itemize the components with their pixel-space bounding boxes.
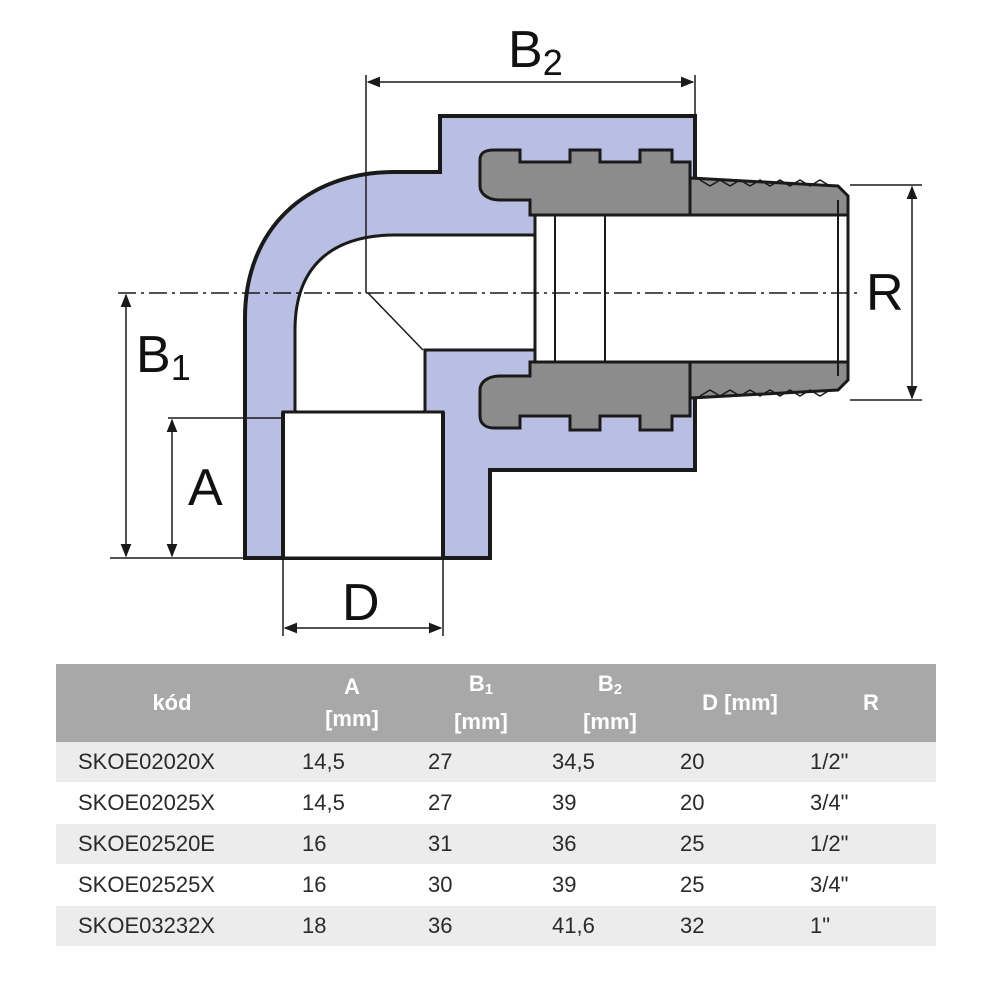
- table-cell: 1/2": [806, 742, 936, 783]
- elbow-fitting-drawing: B2 B1 A D R: [110, 21, 922, 636]
- pipe-bore: [533, 213, 850, 364]
- table-cell: 3/4": [806, 864, 936, 906]
- table-cell: 34,5: [546, 742, 674, 783]
- header-r: R: [806, 664, 936, 742]
- table-cell: 14,5: [288, 782, 416, 824]
- table-cell: SKOE02525X: [56, 864, 288, 906]
- table-cell: SKOE02520E: [56, 823, 288, 865]
- table-cell: 16: [288, 823, 416, 865]
- table-cell: 3/4": [806, 782, 936, 824]
- d-label: D: [342, 574, 380, 632]
- table-cell: 30: [416, 864, 546, 906]
- table-cell: 36: [416, 905, 546, 947]
- b2-label: B2: [508, 21, 563, 83]
- b1-label: B1: [136, 326, 191, 388]
- spec-table: kód A [mm] B1 [mm] B2 [mm] D [mm] R SKOE…: [56, 664, 936, 947]
- table-cell: 39: [546, 782, 674, 824]
- diagonal-center-line: [367, 292, 424, 351]
- header-kod: kód: [56, 664, 288, 742]
- header-a: A [mm]: [288, 664, 416, 742]
- a-label: A: [188, 459, 223, 517]
- table-header-row: kód A [mm] B1 [mm] B2 [mm] D [mm] R: [56, 664, 936, 742]
- table-cell: 1": [806, 905, 936, 947]
- table-cell: 25: [674, 864, 806, 906]
- table-cell: 32: [674, 905, 806, 947]
- table-cell: 36: [546, 823, 674, 865]
- table-cell: 1/2": [806, 823, 936, 865]
- table-cell: 27: [416, 782, 546, 824]
- table-cell: 14,5: [288, 742, 416, 783]
- table-cell: 20: [674, 782, 806, 824]
- table-cell: SKOE02025X: [56, 782, 288, 824]
- header-b2: B2 [mm]: [546, 664, 674, 742]
- table-cell: 31: [416, 823, 546, 865]
- r-label: R: [866, 264, 904, 322]
- table-cell: 16: [288, 864, 416, 906]
- header-d: D [mm]: [674, 664, 806, 742]
- table-cell: 18: [288, 905, 416, 947]
- lower-socket: [281, 410, 445, 560]
- table-cell: 27: [416, 742, 546, 783]
- table-cell: 20: [674, 742, 806, 783]
- table-cell: SKOE02020X: [56, 742, 288, 783]
- table-cell: 41,6: [546, 905, 674, 947]
- lower-insert: [478, 360, 692, 432]
- table-cell: SKOE03232X: [56, 905, 288, 947]
- header-b1: B1 [mm]: [416, 664, 546, 742]
- upper-insert: [478, 148, 692, 217]
- table-cell: 39: [546, 864, 674, 906]
- table-cell: 25: [674, 823, 806, 865]
